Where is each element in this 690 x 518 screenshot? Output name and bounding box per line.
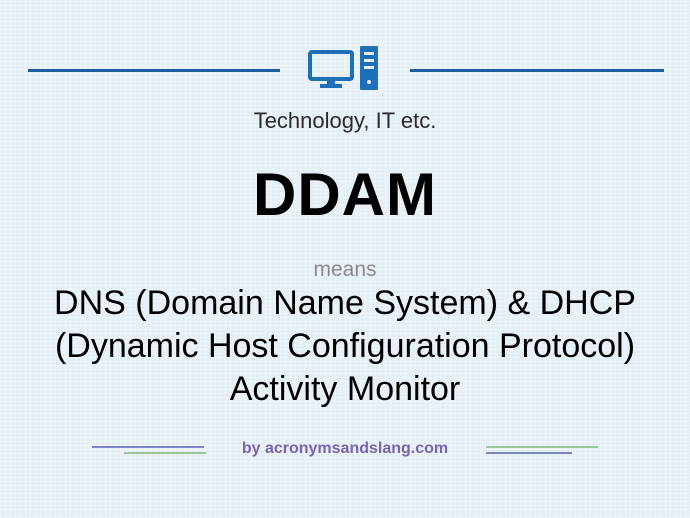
header-rule-right xyxy=(410,69,664,72)
footer-rule-right-top xyxy=(486,446,598,448)
means-label: means xyxy=(313,258,377,281)
computer-icon xyxy=(308,46,378,90)
category-label: Technology, IT etc. xyxy=(253,108,437,133)
footer-rule-left-top xyxy=(92,446,204,448)
footer-rule-left-bottom xyxy=(124,452,206,454)
site-credit: by acronymsandslang.com xyxy=(241,440,449,457)
header-rule-left xyxy=(28,69,280,72)
footer-rule-right-bottom xyxy=(486,452,572,454)
acronym-title: DDAM xyxy=(253,161,437,228)
acronym-definition: DNS (Domain Name System) & DHCP (Dynamic… xyxy=(54,284,636,408)
